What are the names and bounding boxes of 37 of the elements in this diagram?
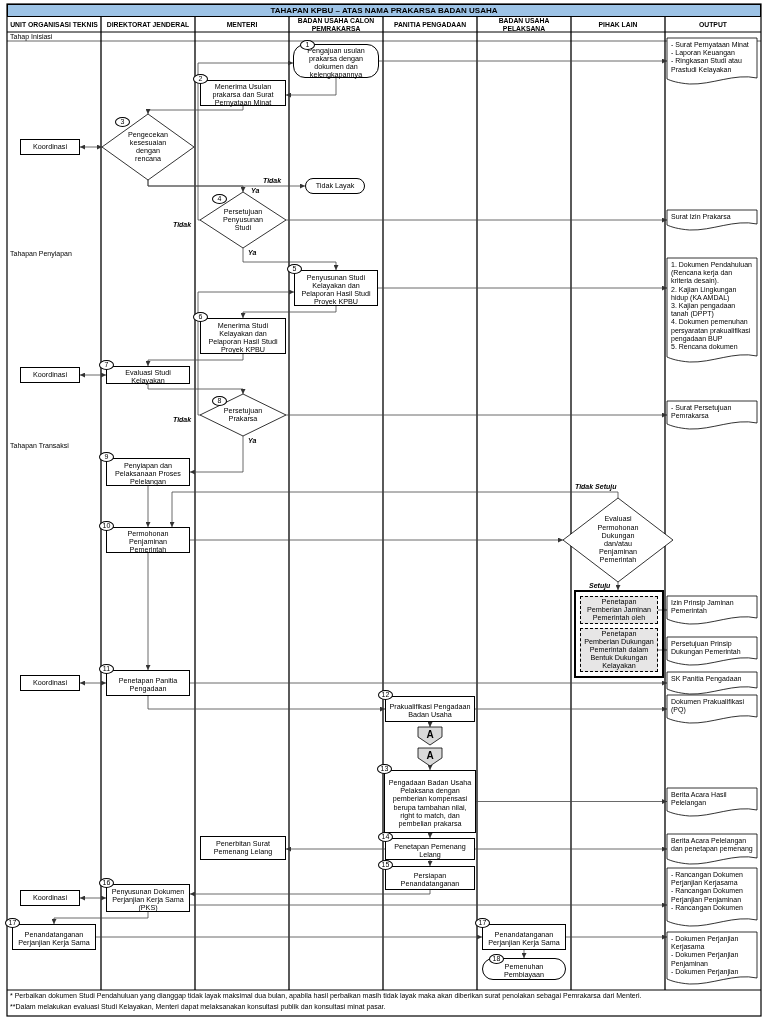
offpage-connector [418, 748, 442, 766]
connector-arrow [427, 765, 433, 771]
connector-arrow [79, 144, 103, 150]
container-box [574, 590, 664, 678]
document-shape [667, 401, 757, 429]
process-box [20, 139, 80, 155]
document-shape [667, 868, 757, 926]
connector-arrow [427, 859, 433, 867]
decision-diamond [563, 498, 673, 582]
document-shape [667, 695, 757, 723]
process-box [20, 890, 80, 906]
dashed-process-box [580, 596, 658, 624]
node-text: A [426, 729, 434, 740]
connector-arrow [427, 832, 433, 839]
offpage-connector [418, 727, 442, 745]
title-bar: TAHAPAN KPBU – ATAS NAMA PRAKARSA BADAN USAHA [7, 4, 761, 17]
document-shape [667, 596, 757, 624]
document-shape [667, 210, 757, 230]
decision-diamond [200, 192, 286, 248]
document-shape [667, 788, 757, 816]
process-box [20, 367, 80, 383]
decision-diamond [200, 394, 286, 436]
document-shape [667, 932, 757, 984]
document-shape [667, 38, 757, 84]
document-shape [667, 637, 757, 665]
connector-arrow [79, 680, 107, 686]
terminator-box [305, 178, 365, 194]
document-shape [667, 258, 757, 362]
node-text: A [426, 750, 434, 761]
document-shape [667, 672, 757, 694]
connector-arrow [79, 372, 107, 378]
connector-arrow [427, 721, 433, 728]
decision-diamond [102, 114, 194, 180]
document-shape [667, 834, 757, 864]
connector-arrow [79, 895, 107, 901]
process-box [200, 836, 286, 860]
process-box [20, 675, 80, 691]
